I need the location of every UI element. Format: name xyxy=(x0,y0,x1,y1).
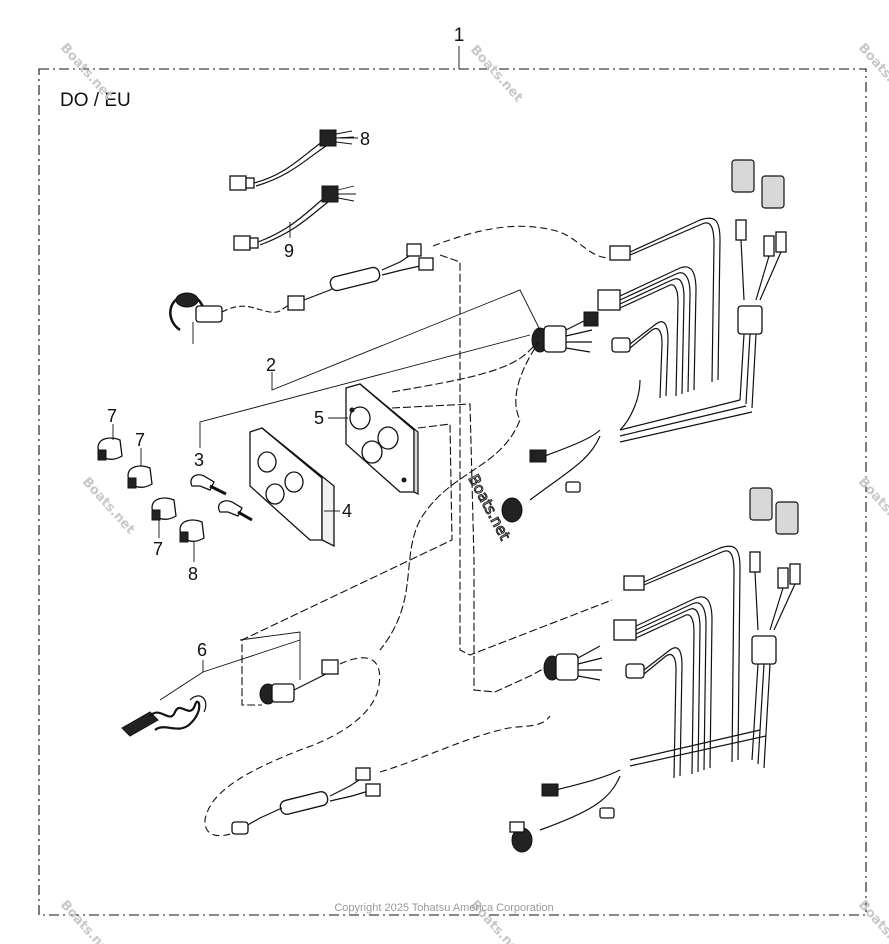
callout-3[interactable]: 3 xyxy=(194,450,204,470)
cap-7-c[interactable] xyxy=(151,497,177,521)
watermark-text: Boats.net xyxy=(855,475,889,538)
harness-8-upper[interactable] xyxy=(229,129,355,191)
watermark-text: Boats.net xyxy=(57,898,116,944)
watermark-text: Boats.net xyxy=(855,41,889,104)
assembly-number[interactable]: 1 xyxy=(454,25,465,46)
main-harness-lower[interactable] xyxy=(509,487,801,853)
cap-7-b[interactable] xyxy=(127,465,153,489)
callout-2[interactable]: 2 xyxy=(266,355,276,375)
trim-harness-lower xyxy=(204,657,551,837)
stop-switch-lower[interactable] xyxy=(259,659,339,705)
callout-5[interactable]: 4 xyxy=(342,501,352,521)
watermark-text: Boats.net xyxy=(855,898,889,944)
region-label: DO / EU xyxy=(60,90,131,111)
lanyard-6[interactable] xyxy=(121,695,207,737)
leader-6 xyxy=(159,660,204,701)
harness-8-lower[interactable] xyxy=(233,185,356,251)
callout-8a[interactable]: 8 xyxy=(360,129,370,149)
stop-switch-9[interactable] xyxy=(169,281,346,332)
callout-7d[interactable]: 8 xyxy=(188,564,198,584)
copyright-text: Copyright 2025 Tohatsu America Corporati… xyxy=(334,902,553,914)
panel-4[interactable] xyxy=(345,383,419,495)
ignition-key-b[interactable] xyxy=(217,500,253,522)
main-harness-upper[interactable] xyxy=(501,159,787,523)
callout-7c[interactable]: 7 xyxy=(153,539,163,559)
key-switch-2[interactable] xyxy=(531,311,599,353)
routing-lines xyxy=(239,254,613,706)
callout-4[interactable]: 5 xyxy=(314,408,324,428)
cap-7-a[interactable] xyxy=(97,437,123,461)
trim-harness-upper xyxy=(329,225,611,292)
callout-7b[interactable]: 7 xyxy=(135,430,145,450)
leader-2 xyxy=(271,289,541,391)
callout-6[interactable]: 6 xyxy=(197,640,207,660)
cap-7-d[interactable] xyxy=(179,519,205,543)
panel-plate-5[interactable] xyxy=(249,427,335,548)
ignition-key-a[interactable] xyxy=(190,474,227,496)
assembly-frame xyxy=(38,68,867,916)
leader-3 xyxy=(199,334,531,448)
leader-6b xyxy=(202,639,301,673)
callout-8b[interactable]: 9 xyxy=(284,241,294,261)
watermark-text: Boats.net xyxy=(467,43,526,106)
callout-7a[interactable]: 7 xyxy=(107,406,117,426)
